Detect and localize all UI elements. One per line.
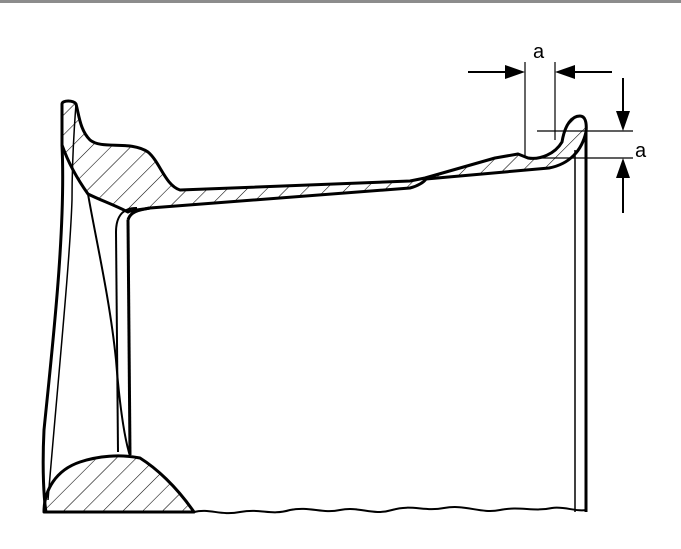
top-rule <box>0 0 681 3</box>
hub-channel-left <box>115 206 137 233</box>
dim-label-height: a <box>635 140 647 162</box>
hub-channel-line-2 <box>126 219 132 456</box>
left-flange-inner-line <box>47 103 77 501</box>
break-line <box>193 506 587 515</box>
dim-arrowhead-right <box>555 65 575 79</box>
hub-channel-top <box>126 206 151 221</box>
dim-arrowhead-left <box>505 65 525 79</box>
dim-label-width: a <box>533 41 545 63</box>
web-curve <box>87 193 131 457</box>
dim-arrowhead-bottom <box>616 158 630 178</box>
left-flange-outline <box>41 104 65 513</box>
hub-section <box>42 454 196 514</box>
hub-channel-line-1 <box>115 231 119 453</box>
dim-arrowhead-top <box>616 111 630 131</box>
rim-section <box>60 99 588 214</box>
